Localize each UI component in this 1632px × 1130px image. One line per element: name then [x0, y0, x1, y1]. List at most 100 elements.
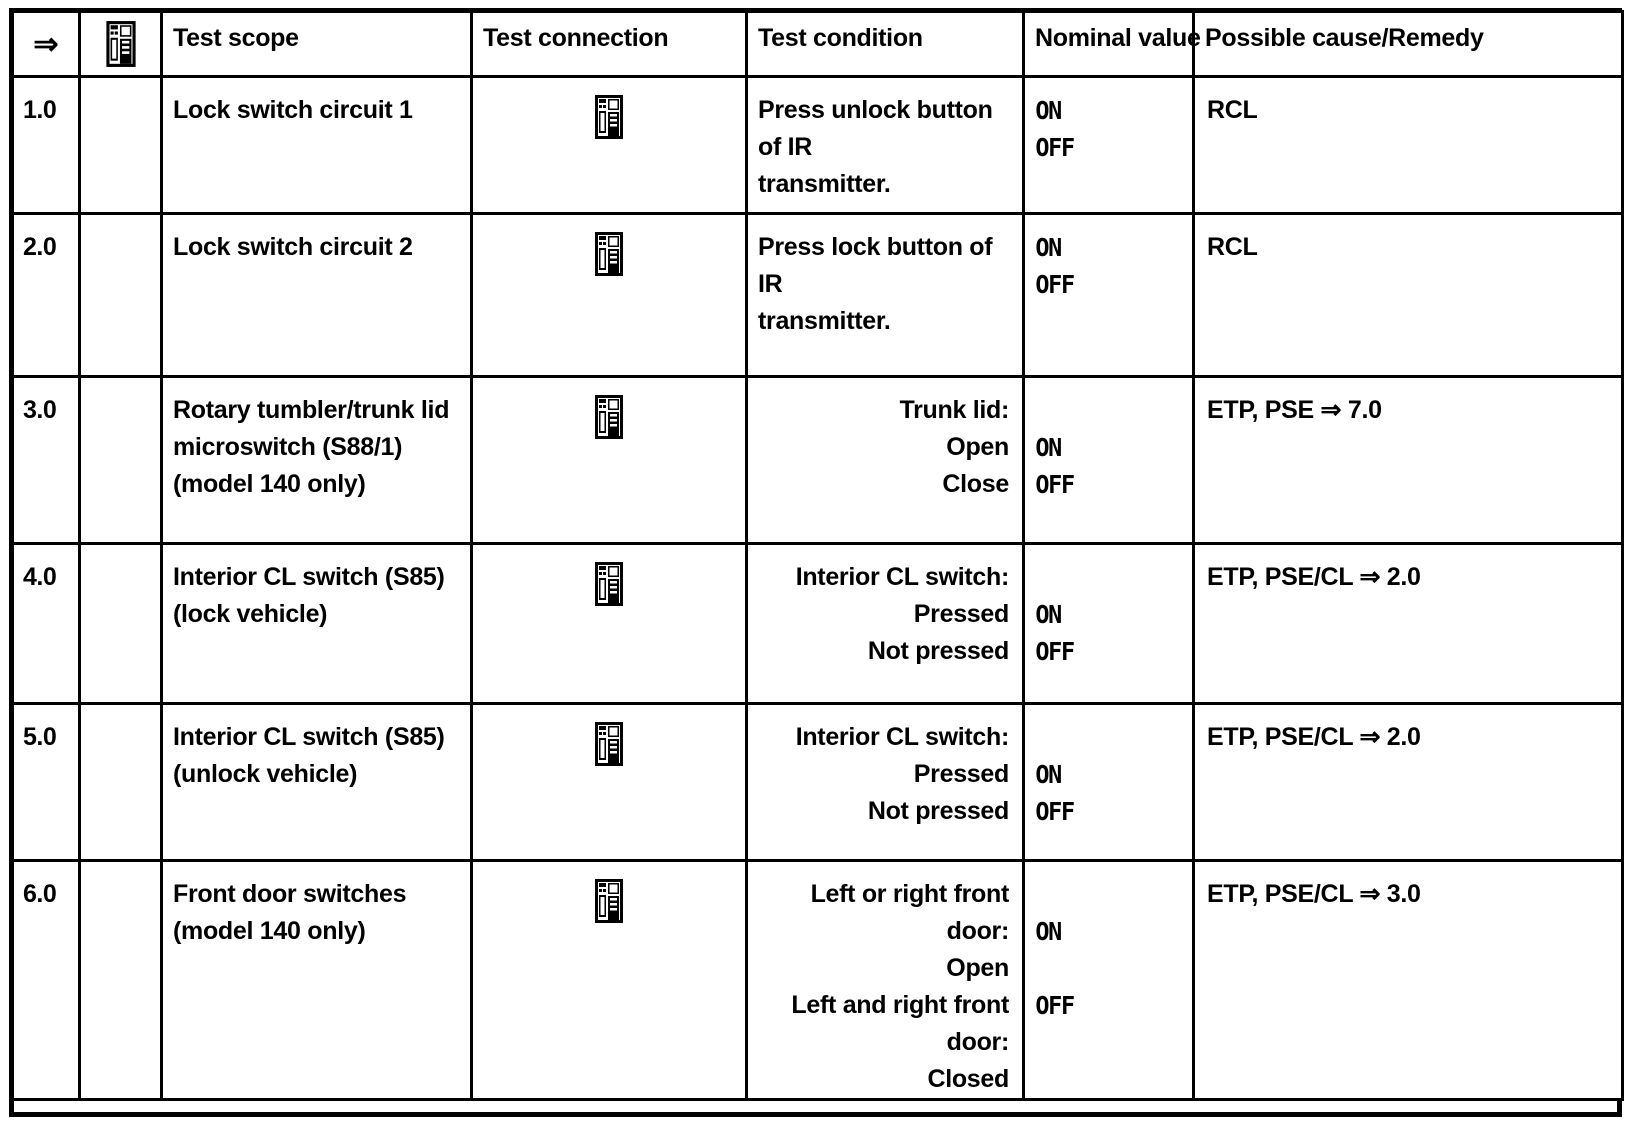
header-symbol-cell: [78, 10, 163, 78]
possible-cause-remedy: ETP, PSE ⇒ 7.0: [1207, 396, 1382, 424]
row-symbol-cell: [78, 859, 163, 1101]
table-row: 1.0 Lock switch circuit 1 Press unlock bu…: [11, 75, 1624, 215]
handheld-tester-icon: [594, 561, 624, 607]
test-scope-cell: Lock switch circuit 2: [160, 212, 473, 378]
test-connection: [473, 545, 745, 607]
row-symbol-cell: [78, 702, 163, 862]
possible-cause-remedy: ETP, PSE/CL ⇒ 2.0: [1207, 723, 1421, 751]
test-connection: [473, 378, 745, 440]
handheld-tester-icon: [594, 721, 624, 767]
row-number: 5.0: [23, 723, 57, 751]
possible-cause-remedy-cell: RCL: [1192, 75, 1624, 215]
table-row: 2.0 Lock switch circuit 2 Press lock butt…: [11, 212, 1624, 378]
test-scope: Front door switches(model 140 only): [173, 880, 407, 945]
row-number: 6.0: [23, 880, 57, 908]
nominal-value: XONOFF: [1035, 433, 1075, 499]
possible-cause-remedy-cell: ETP, PSE ⇒ 7.0: [1192, 375, 1624, 545]
table-row: 4.0 Interior CL switch (S85)(lock vehicle…: [11, 542, 1624, 705]
nominal-value: XONOFF: [1035, 600, 1075, 666]
row-symbol-cell: [78, 75, 163, 215]
table-frame-bottom: [11, 1112, 1621, 1117]
test-connection-cell: [470, 859, 748, 1101]
handheld-tester-icon: [594, 94, 624, 140]
diagnostic-test-table: ⇒: [11, 10, 1624, 1101]
header-test-scope-label: Test scope: [173, 24, 299, 52]
possible-cause-remedy: RCL: [1207, 96, 1258, 124]
row-number-cell: 5.0: [11, 702, 81, 862]
nominal-value-cell: XONOFF: [1022, 702, 1195, 862]
table-row: 5.0 Interior CL switch (S85)(unlock vehic…: [11, 702, 1624, 862]
row-number: 1.0: [23, 96, 57, 124]
nominal-value-cell: XONXOFF: [1022, 859, 1195, 1101]
row-symbol-cell: [78, 212, 163, 378]
row-number-cell: 2.0: [11, 212, 81, 378]
test-scope-cell: Interior CL switch (S85)(unlock vehicle): [160, 702, 473, 862]
test-connection-cell: [470, 542, 748, 705]
handheld-tester-icon: [594, 878, 624, 924]
possible-cause-remedy: ETP, PSE/CL ⇒ 2.0: [1207, 563, 1421, 591]
header-nominal-value-label: Nominal value: [1035, 24, 1201, 52]
row-number: 4.0: [23, 563, 57, 591]
row-number: 3.0: [23, 396, 57, 424]
row-symbol-cell: [78, 542, 163, 705]
header-test-condition-cell: Test condition: [745, 10, 1025, 78]
table-frame-left: [9, 8, 14, 1117]
nominal-value: XONXOFF: [1035, 917, 1075, 1020]
test-scope: Interior CL switch (S85)(lock vehicle): [173, 563, 445, 628]
row-symbol-cell: [78, 375, 163, 545]
header-tester-symbol: [81, 13, 160, 75]
header-test-connection-label: Test connection: [483, 24, 669, 52]
test-connection: [473, 215, 745, 277]
row-number-cell: 1.0: [11, 75, 81, 215]
header-nominal-value-cell: Nominal value: [1022, 10, 1201, 78]
nominal-value-cell: XONOFF: [1022, 375, 1195, 545]
test-scope: Lock switch circuit 2: [173, 233, 413, 261]
row-number-cell: 4.0: [11, 542, 81, 705]
test-scope: Lock switch circuit 1: [173, 96, 413, 124]
table-header-row: ⇒: [11, 10, 1624, 78]
test-connection-cell: [470, 75, 748, 215]
header-test-scope-cell: Test scope: [160, 10, 473, 78]
test-scope-cell: Lock switch circuit 1: [160, 75, 473, 215]
handheld-tester-icon: [105, 20, 137, 68]
possible-cause-remedy-cell: ETP, PSE/CL ⇒ 2.0: [1192, 702, 1624, 862]
header-test-connection-cell: Test connection: [470, 10, 748, 78]
nominal-value: XONOFF: [1035, 760, 1075, 826]
step-arrow-icon: ⇒: [33, 27, 59, 61]
header-test-condition-label: Test condition: [758, 24, 923, 52]
row-number: 2.0: [23, 233, 57, 261]
header-step-cell: ⇒: [11, 10, 81, 78]
table-frame-top: [11, 8, 1621, 13]
test-scope: Interior CL switch (S85)(unlock vehicle): [173, 723, 445, 788]
test-connection: [473, 78, 745, 140]
test-connection-cell: [470, 212, 748, 378]
table-row: 6.0 Front door switches(model 140 only) L…: [11, 859, 1624, 1101]
handheld-tester-icon: [594, 231, 624, 277]
possible-cause-remedy: RCL: [1207, 233, 1258, 261]
possible-cause-remedy: ETP, PSE/CL ⇒ 3.0: [1207, 880, 1421, 908]
row-number-cell: 6.0: [11, 859, 81, 1101]
test-connection: [473, 862, 745, 924]
test-connection: [473, 705, 745, 767]
handheld-tester-icon: [594, 394, 624, 440]
